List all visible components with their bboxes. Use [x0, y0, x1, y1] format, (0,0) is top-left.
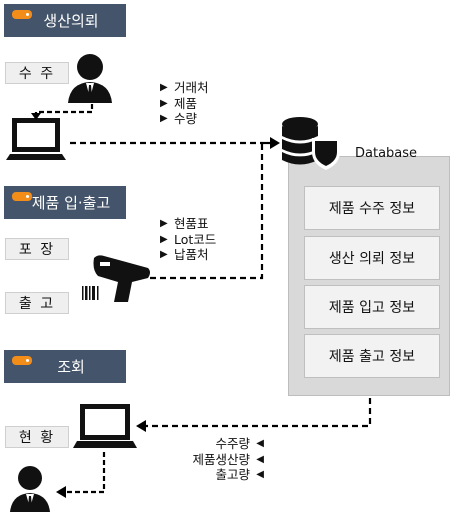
list-item: 출고량◀ — [215, 467, 264, 482]
list-item: ▶현품표 — [160, 216, 209, 231]
section-inquiry: 조회 — [4, 350, 126, 383]
connector-scanner-to-database — [150, 137, 280, 280]
label-packing: 포 장 — [5, 238, 69, 260]
list-item: ▶납품처 — [160, 247, 209, 262]
database-title: Database — [355, 146, 418, 161]
section-title: 생산의뢰 — [43, 12, 99, 30]
list-item: ▶제품 — [160, 95, 198, 111]
connector-laptop-to-person — [56, 452, 106, 498]
connector-person-to-laptop — [31, 104, 94, 120]
db-item-outbound-info: 제품 출고 정보 — [304, 334, 440, 378]
list-item: 수주량◀ — [215, 436, 264, 451]
order-field-list: ▶거래처 ▶제품 ▶수량 — [160, 80, 209, 127]
person-icon — [10, 466, 50, 512]
list-item: ▶수량 — [160, 111, 198, 126]
section-product-io: 제품 입·출고 — [4, 186, 126, 219]
report-field-list: 수주량◀ 제품생산량◀ 출고량◀ — [160, 436, 264, 483]
scan-field-list: ▶현품표 ▶Lot코드 ▶납품처 — [160, 216, 216, 263]
laptop-icon — [73, 404, 137, 448]
barcode-scanner-icon — [82, 255, 150, 302]
section-title: 제품 입·출고 — [31, 194, 111, 212]
laptop-icon — [6, 118, 66, 160]
db-item-inbound-info: 제품 입고 정보 — [304, 285, 440, 329]
person-icon — [68, 54, 112, 103]
section-title: 조회 — [57, 358, 85, 376]
tag-icon — [12, 10, 32, 19]
connector-database-to-laptop — [136, 398, 372, 432]
db-item-production-request-info: 생산 의뢰 정보 — [304, 236, 440, 280]
label-shipping: 출 고 — [5, 292, 69, 314]
label-order: 수 주 — [5, 62, 69, 84]
tag-icon — [12, 192, 32, 201]
label-status: 현 황 — [5, 426, 69, 448]
db-item-order-info: 제품 수주 정보 — [304, 186, 440, 230]
database-shield-icon — [282, 117, 340, 170]
tag-icon — [12, 356, 32, 365]
list-item: ▶Lot코드 — [160, 231, 217, 247]
section-production-request: 생산의뢰 — [4, 4, 126, 37]
list-item: ▶거래처 — [160, 80, 209, 95]
list-item: 제품생산량◀ — [192, 451, 264, 467]
